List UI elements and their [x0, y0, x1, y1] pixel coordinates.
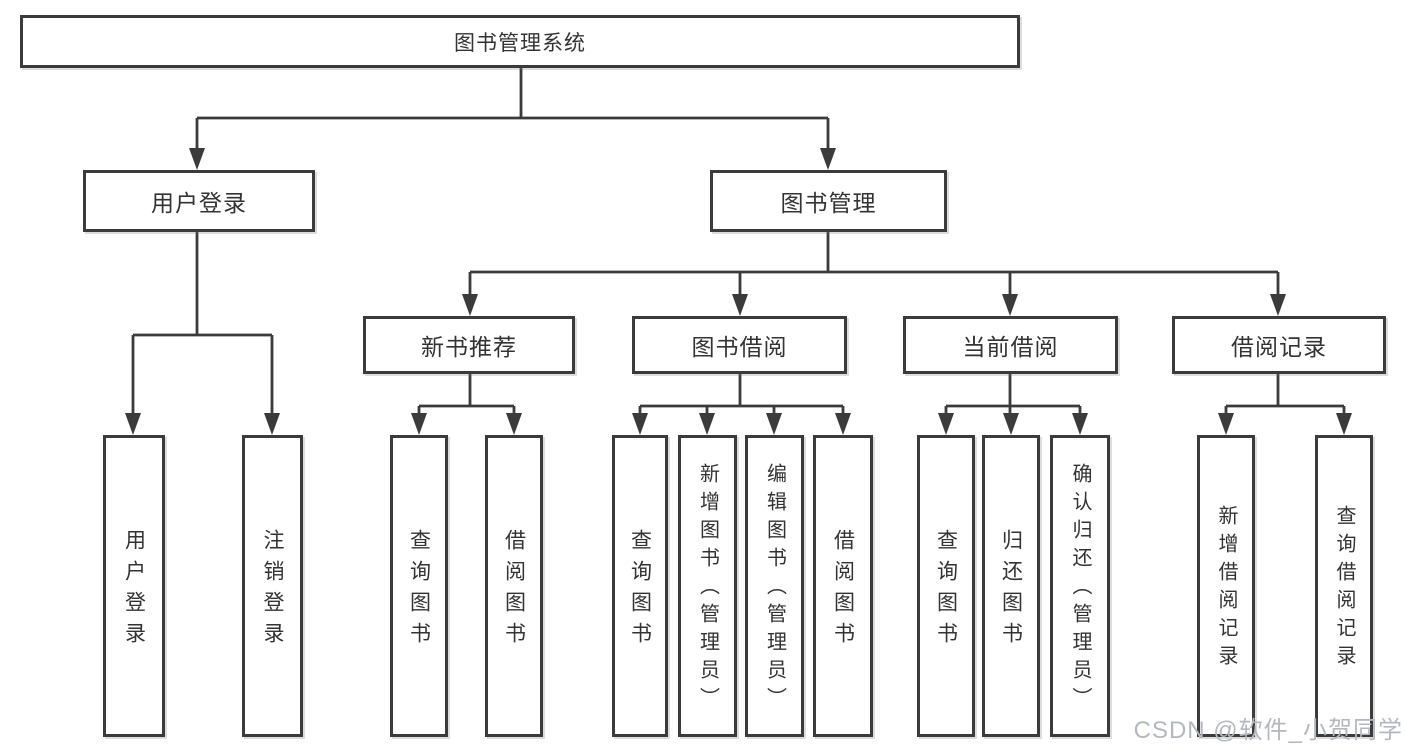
connector-book-management-children [468, 232, 1280, 298]
node-new-book-recommend: 新书推荐 [363, 316, 575, 374]
leaf-edit-books-admin: 编辑图书（管理员） [745, 435, 804, 737]
connector-current-borrowing-children [944, 374, 1082, 417]
node-book-borrowing: 图书借阅 [632, 316, 847, 374]
node-user-login: 用户登录 [83, 170, 315, 232]
connector-new-book-recommend-children [417, 374, 516, 417]
leaf-return-books: 归还图书 [982, 435, 1040, 737]
leaf-query-books-current: 查询图书 [917, 435, 975, 737]
leaf-user-login: 用户登录 [103, 435, 165, 737]
node-root-library-management-system: 图书管理系统 [20, 15, 1020, 68]
csdn-watermark: CSDN @软件_小贺同学 [1133, 717, 1403, 744]
leaf-logout: 注销登录 [242, 435, 303, 737]
leaf-confirm-return-admin: 确认归还（管理员） [1050, 435, 1110, 737]
leaf-add-books-admin: 新增图书（管理员） [678, 435, 737, 737]
connector-borrowing-records-children [1224, 374, 1346, 417]
leaf-add-borrow-record: 新增借阅记录 [1197, 435, 1255, 737]
leaf-borrow-books-recommend: 借阅图书 [485, 435, 543, 737]
leaf-query-borrow-record: 查询借阅记录 [1315, 435, 1373, 737]
node-current-borrowing: 当前借阅 [903, 316, 1118, 374]
connector-user-login-children [131, 232, 274, 417]
leaf-query-books-recommend: 查询图书 [390, 435, 448, 737]
connector-book-borrowing-children [638, 374, 845, 417]
connector-root-to-level2 [195, 68, 830, 152]
node-book-management: 图书管理 [710, 170, 947, 232]
leaf-borrow-books-borrowing: 借阅图书 [813, 435, 873, 737]
node-borrowing-records: 借阅记录 [1172, 316, 1386, 374]
leaf-query-books-borrowing: 查询图书 [612, 435, 668, 737]
